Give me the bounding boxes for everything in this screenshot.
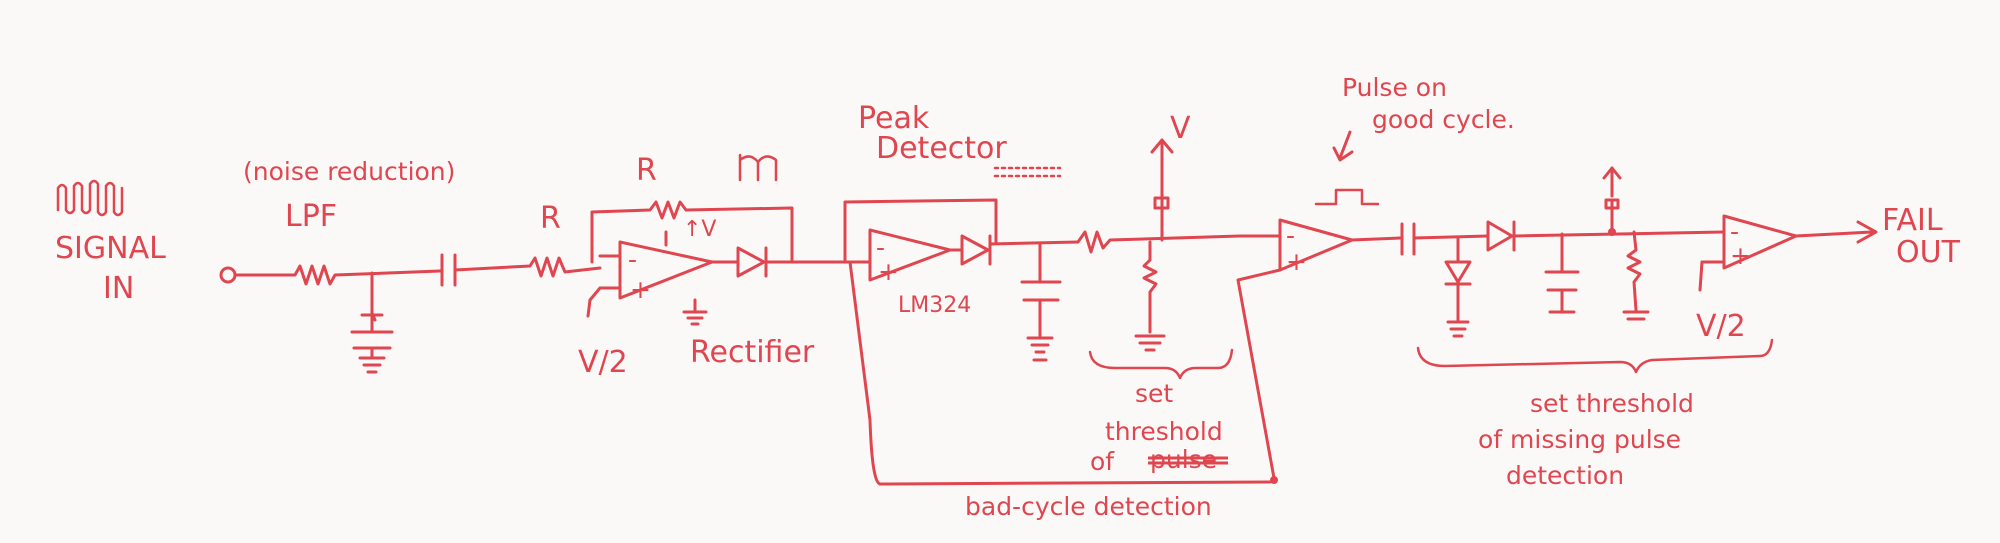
rectifier-diode-icon xyxy=(710,246,852,278)
set-threshold-missing-brace xyxy=(1416,338,1774,374)
output-opamp-icon: - + xyxy=(1698,214,1878,292)
v-supply-label-2: V xyxy=(1170,111,1191,146)
output-opamp-plus: + xyxy=(1730,241,1751,270)
noise-reduction-label: (noise reduction) xyxy=(243,157,455,186)
input-waveform-icon xyxy=(56,179,124,217)
set-threshold-pulse-brace xyxy=(1088,348,1234,380)
signal-in-label-2: IN xyxy=(103,271,134,306)
pulse-note-1: Pulse on xyxy=(1342,73,1447,102)
rectifier-opamp-minus: - xyxy=(628,245,637,274)
bad-cycle-loop xyxy=(848,260,1282,486)
rectifier-opamp-icon: - + xyxy=(586,230,714,326)
pulse-note-2: good cycle. xyxy=(1372,105,1515,134)
rectifier-label: Rectifier xyxy=(690,335,815,370)
threshold-divider xyxy=(1076,138,1242,352)
pulse-note-arrow xyxy=(1332,130,1354,162)
set-threshold-missing-3: detection xyxy=(1506,461,1624,490)
peak-opamp-minus: - xyxy=(876,233,885,262)
comparator-minus: - xyxy=(1286,221,1295,250)
peak-detector-opamp-icon: - + xyxy=(843,198,998,286)
set-threshold-pulse-2: threshold xyxy=(1105,417,1223,446)
fail-out-label-1: FAIL xyxy=(1882,203,1943,238)
dc-waveform-icon xyxy=(738,153,778,182)
output-opamp-minus: - xyxy=(1730,217,1739,246)
missing-pulse-network xyxy=(1350,166,1726,338)
peak-hold-capacitor xyxy=(1020,241,1062,362)
strikethrough-mark xyxy=(1148,456,1228,465)
peak-detector-label-1: Peak xyxy=(858,101,930,136)
comparator-plus: + xyxy=(1286,247,1307,276)
v-half-label-2: V/2 xyxy=(1696,309,1746,344)
set-threshold-missing-1: set threshold xyxy=(1530,389,1694,418)
r1-label: R xyxy=(540,201,561,236)
v-half-label-1: V/2 xyxy=(578,345,628,380)
lpf-label: LPF xyxy=(285,199,337,234)
peak-opamp-plus: + xyxy=(878,257,899,286)
lpf-circuit xyxy=(233,253,602,374)
lm324-label: LM324 xyxy=(898,293,971,318)
comparator-opamp-icon: - + xyxy=(1238,218,1354,276)
rectifier-supply-label: ↑V xyxy=(683,217,716,242)
set-threshold-pulse-3: of xyxy=(1090,447,1115,476)
set-threshold-missing-2: of missing pulse xyxy=(1478,425,1681,454)
peak-detector-hatch xyxy=(993,166,1062,178)
signal-in-label-1: SIGNAL xyxy=(55,231,166,266)
rectifier-opamp-plus: + xyxy=(630,275,651,304)
input-terminal xyxy=(219,266,237,284)
pulse-waveform-icon xyxy=(1314,188,1380,206)
r2-label: R xyxy=(636,153,657,188)
fail-out-label-2: OUT xyxy=(1896,235,1961,270)
peak-diode-icon xyxy=(948,234,1080,266)
set-threshold-pulse-1: set xyxy=(1135,379,1173,408)
peak-detector-label-2: Detector xyxy=(876,131,1007,166)
bad-cycle-label: bad-cycle detection xyxy=(965,492,1212,521)
feedback-resistor-icon xyxy=(590,200,794,264)
